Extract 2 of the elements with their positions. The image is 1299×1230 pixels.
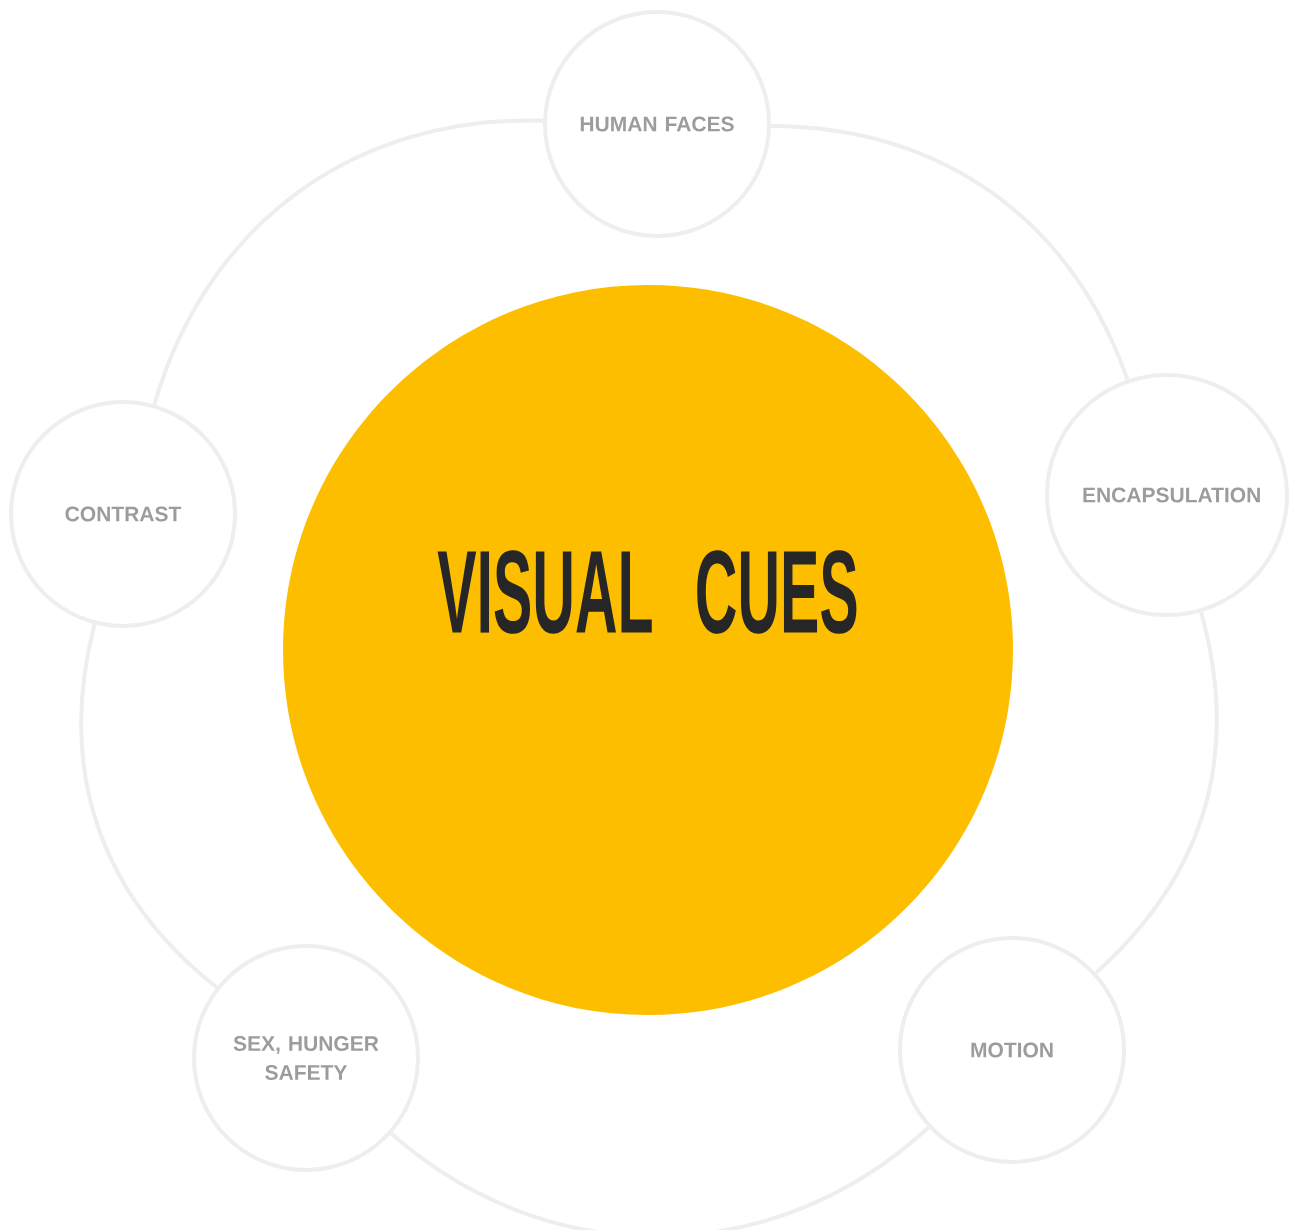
ring-arc	[770, 123, 1130, 381]
ring-arc	[152, 118, 544, 406]
